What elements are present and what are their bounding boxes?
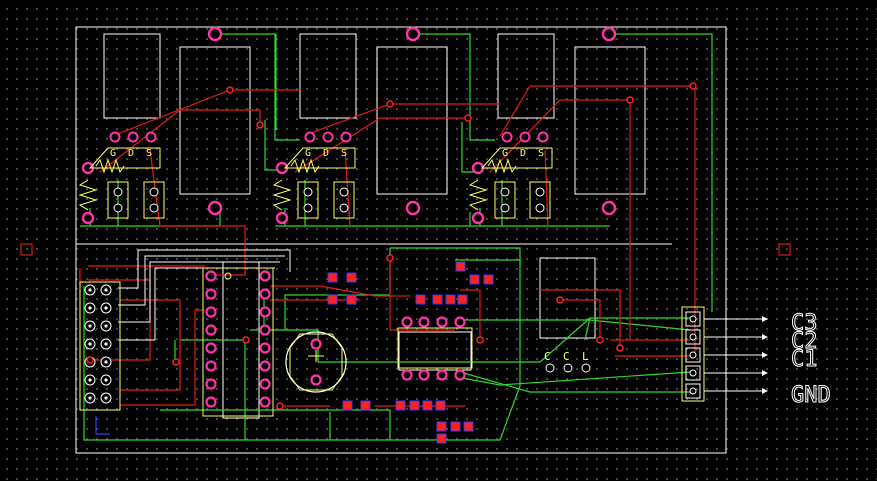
mosfet-pin-g: G xyxy=(110,148,116,159)
mosfet-pin-g: G xyxy=(305,148,311,159)
connector-labels: C3 C2 C1 GND xyxy=(791,311,832,409)
smd-pads xyxy=(327,261,494,444)
label-c3: C3 xyxy=(791,311,818,336)
mosfet-pin-s: S xyxy=(146,148,152,159)
electrolytic-capacitor xyxy=(285,331,347,393)
pin-header xyxy=(79,281,121,435)
mosfet-group-2: G D S xyxy=(272,131,356,219)
mosfet-pin-s: S xyxy=(341,148,347,159)
power-pads xyxy=(81,26,617,225)
mosfet-group-3: G D S xyxy=(468,131,553,219)
mosfet-pin-g: G xyxy=(502,148,508,159)
board-outline xyxy=(75,26,727,454)
label-c1: C1 xyxy=(791,347,818,372)
bottom-traces xyxy=(80,33,713,441)
mosfet-pin-d: D xyxy=(323,148,329,159)
cl-module: C C L xyxy=(544,350,591,373)
small-ic xyxy=(397,316,473,381)
mosfet-pin-d: D xyxy=(520,148,526,159)
module-pin-c2: C xyxy=(563,350,570,363)
module-pin-l: L xyxy=(582,350,589,363)
label-c2: C2 xyxy=(791,329,818,354)
mosfet-pin-s: S xyxy=(538,148,544,159)
right-marker xyxy=(778,243,791,256)
left-marker xyxy=(20,243,33,256)
module-pin-c1: C xyxy=(544,350,551,363)
mosfet-pin-d: D xyxy=(128,148,134,159)
label-gnd: GND xyxy=(791,383,831,408)
top-traces xyxy=(79,85,696,407)
mosfet-group-1: G D S xyxy=(78,131,165,219)
dip-ic xyxy=(202,267,274,417)
output-connector xyxy=(681,306,768,402)
vias xyxy=(86,82,697,410)
